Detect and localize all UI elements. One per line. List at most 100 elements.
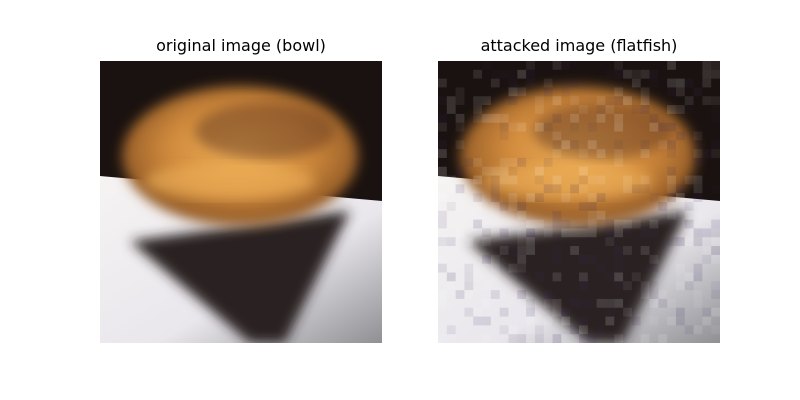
noise-pixel (570, 140, 579, 150)
noise-pixel (534, 325, 544, 335)
noise-pixel (482, 113, 491, 123)
noise-pixel (649, 78, 659, 88)
bowl-highlight (145, 163, 315, 199)
noise-pixel (614, 157, 624, 167)
noise-pixel (711, 290, 720, 299)
noise-pixel (614, 228, 624, 238)
noise-pixel (561, 316, 571, 326)
noise-pixel (640, 246, 650, 255)
noise-pixel (552, 140, 562, 150)
noise-pixel (499, 175, 509, 185)
noise-pixel (490, 210, 500, 220)
noise-pixel (517, 272, 527, 282)
noise-pixel (579, 325, 588, 335)
noise-pixel (482, 334, 491, 343)
noise-pixel (508, 69, 518, 79)
noise-pixel (552, 219, 562, 229)
noise-pixel (693, 325, 703, 335)
noise-pixel (508, 87, 518, 97)
noise-pixel (473, 96, 483, 106)
noise-pixel (640, 263, 650, 273)
noise-pixel (675, 78, 685, 88)
noise-pixel (482, 281, 491, 291)
noise-pixel (499, 166, 509, 176)
bowl-highlight (483, 163, 653, 199)
noise-pixel (640, 105, 650, 114)
noise-pixel (667, 184, 676, 194)
noise-pixel (508, 122, 518, 132)
noise-pixel (675, 87, 685, 97)
noise-pixel (570, 78, 579, 88)
noise-pixel (473, 69, 483, 79)
noise-pixel (570, 325, 579, 335)
noise-pixel (561, 140, 571, 150)
noise-pixel (614, 298, 624, 308)
noise-pixel (596, 263, 606, 273)
noise-pixel (667, 210, 676, 220)
noise-pixel (438, 193, 447, 202)
noise-pixel (490, 254, 500, 264)
noise-pixel (587, 254, 597, 264)
noise-pixel (649, 69, 659, 79)
noise-pixel (482, 237, 491, 247)
noise-pixel (667, 237, 676, 247)
noise-pixel (614, 122, 624, 132)
noise-pixel (473, 316, 483, 326)
attacked-image-panel (438, 61, 720, 343)
noise-pixel (438, 122, 447, 132)
noise-pixel (658, 298, 668, 308)
noise-pixel (526, 307, 535, 317)
noise-pixel (464, 307, 474, 317)
noise-pixel (667, 149, 676, 158)
noise-pixel (570, 96, 579, 106)
noise-pixel (482, 316, 491, 326)
noise-pixel (552, 272, 562, 282)
noise-pixel (614, 219, 624, 229)
noise-pixel (605, 272, 615, 282)
noise-pixel (631, 316, 641, 326)
noise-pixel (517, 237, 527, 247)
noise-pixel (464, 290, 474, 299)
noise-pixel (490, 263, 500, 273)
noise-pixel (614, 61, 624, 70)
noise-pixel (684, 105, 694, 114)
noise-pixel (711, 140, 720, 150)
noise-pixel (561, 334, 571, 343)
noise-pixel (499, 228, 509, 238)
noise-pixel (543, 122, 553, 132)
noise-pixel (711, 96, 720, 106)
noise-pixel (499, 246, 509, 255)
noise-pixel (534, 272, 544, 282)
noise-pixel (526, 193, 535, 202)
noise-pixel (517, 157, 527, 167)
noise-pixel (526, 246, 535, 255)
noise-pixel (517, 69, 527, 79)
noise-pixel (526, 316, 535, 326)
noise-pixel (623, 184, 632, 194)
noise-pixel (640, 140, 650, 150)
noise-pixel (649, 263, 659, 273)
shadow (130, 211, 350, 343)
noise-pixel (614, 281, 624, 291)
noise-pixel (570, 113, 579, 123)
noise-pixel (552, 149, 562, 158)
noise-pixel (711, 61, 720, 70)
noise-pixel (561, 87, 571, 97)
noise-pixel (490, 193, 500, 202)
noise-pixel (596, 105, 606, 114)
noise-pixel (711, 149, 720, 158)
noise-pixel (649, 316, 659, 326)
noise-pixel (649, 122, 659, 132)
noise-pixel (596, 210, 606, 220)
noise-pixel (579, 298, 588, 308)
noise-pixel (693, 298, 703, 308)
noise-pixel (455, 184, 465, 194)
noise-pixel (605, 307, 615, 317)
noise-pixel (552, 184, 562, 194)
noise-pixel (675, 316, 685, 326)
noise-pixel (552, 334, 562, 343)
noise-pixel (455, 202, 465, 211)
noise-pixel (579, 334, 588, 343)
shadow (468, 211, 688, 343)
noise-pixel (649, 193, 659, 202)
